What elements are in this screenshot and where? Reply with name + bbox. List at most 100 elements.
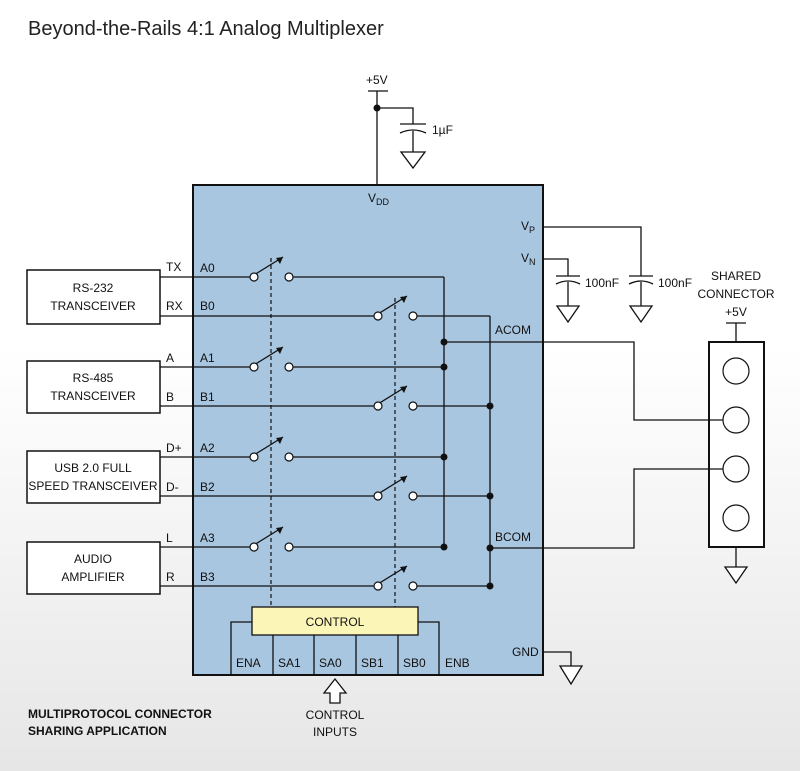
gnd-wire — [543, 651, 572, 666]
bcom-label: BCOM — [495, 530, 531, 544]
svg-text:RS-485: RS-485 — [73, 371, 114, 385]
ground-symbol-vp — [628, 305, 654, 324]
ground-symbol-supply — [399, 151, 427, 170]
connector-pin-1 — [722, 357, 750, 385]
switch-array — [160, 256, 494, 607]
pin-sb0: SB0 — [403, 656, 426, 670]
pin-a1: A1 — [200, 351, 215, 365]
cap-1uf-wire — [377, 107, 414, 124]
vp-cap-label: 100nF — [658, 276, 692, 290]
svg-text:TRANSCEIVER: TRANSCEIVER — [50, 299, 136, 313]
switch-b0-terminal-in — [373, 311, 383, 321]
sig-b: B — [166, 390, 174, 404]
switch-a2-terminal-in — [249, 452, 259, 462]
block-usb: USB 2.0 FULL SPEED TRANSCEIVER — [26, 450, 161, 504]
switch-a1-terminal-in — [249, 362, 259, 372]
supply-label: +5V — [366, 73, 388, 87]
pin-b3: B3 — [200, 570, 215, 584]
svg-text:AMPLIFIER: AMPLIFIER — [61, 570, 125, 584]
switch-a3-terminal-in — [249, 542, 259, 552]
pin-b2: B2 — [200, 480, 215, 494]
ena-wire — [230, 621, 252, 675]
sig-a: A — [166, 351, 174, 365]
vn-cap-label: 100nF — [585, 276, 619, 290]
connector-label-line2: CONNECTOR — [697, 287, 774, 301]
sig-l: L — [166, 531, 173, 545]
vp-wire — [543, 226, 642, 276]
svg-text:RS-232: RS-232 — [73, 281, 114, 295]
acom-route — [444, 341, 723, 421]
switch-b2-terminal-in — [373, 491, 383, 501]
gnd-label: GND — [512, 645, 539, 659]
caption-line2: SHARING APPLICATION — [28, 724, 167, 738]
vdd-label: VDD — [368, 191, 390, 207]
pin-a3: A3 — [200, 531, 215, 545]
switch-b3-arrow — [400, 566, 407, 573]
sig-rx: RX — [166, 299, 183, 313]
ground-symbol-ic — [558, 665, 584, 686]
block-audio: AUDIO AMPLIFIER — [26, 541, 161, 595]
switch-b0-arrow — [400, 296, 407, 303]
connector-label-line1: SHARED — [711, 269, 761, 283]
pin-a0: A0 — [200, 261, 215, 275]
switch-a2-terminal-out — [284, 452, 294, 462]
sig-dminus: D- — [166, 480, 179, 494]
sig-r: R — [166, 570, 175, 584]
switch-b0-terminal-out — [408, 311, 418, 321]
pin-sb1: SB1 — [361, 656, 384, 670]
pin-sa1: SA1 — [278, 656, 301, 670]
control-block — [251, 606, 419, 636]
pin-enb: ENB — [445, 656, 470, 670]
multiplexer-ic-body — [192, 184, 544, 676]
ground-symbol-vn — [555, 305, 581, 324]
switch-b2-arrow — [400, 476, 407, 483]
switch-a0-terminal-out — [284, 272, 294, 282]
block-rs232: RS-232 TRANSCEIVER — [26, 269, 161, 325]
switch-b3-terminal-in — [373, 581, 383, 591]
connector-pin-3 — [722, 455, 750, 483]
svg-text:TRANSCEIVER: TRANSCEIVER — [50, 389, 136, 403]
enb-wire — [418, 621, 440, 675]
vn-label: VN — [521, 251, 536, 267]
pin-b0: B0 — [200, 299, 215, 313]
svg-text:AUDIO: AUDIO — [74, 552, 112, 566]
switch-a1-terminal-out — [284, 362, 294, 372]
sig-dplus: D+ — [166, 441, 182, 455]
ground-symbol-connector — [723, 566, 749, 585]
switch-a3-terminal-out — [284, 542, 294, 552]
diagram-title: Beyond-the-Rails 4:1 Analog Multiplexer — [28, 18, 384, 40]
vn-wire — [543, 258, 569, 276]
control-inputs-line2: INPUTS — [313, 725, 357, 739]
control-inputs-arrow — [322, 677, 348, 704]
control-inputs-line1: CONTROL — [306, 708, 365, 722]
vp-label: VP — [521, 219, 535, 235]
sig-tx: TX — [166, 260, 181, 274]
switch-b1-terminal-in — [373, 401, 383, 411]
bcom-route — [490, 468, 723, 549]
svg-text:SPEED TRANSCEIVER: SPEED TRANSCEIVER — [28, 479, 157, 493]
switch-a3-arrow — [276, 527, 283, 534]
caption-line1: MULTIPROTOCOL CONNECTOR — [28, 707, 212, 721]
pin-ena: ENA — [236, 656, 261, 670]
block-rs485: RS-485 TRANSCEIVER — [26, 360, 161, 414]
pin-a2: A2 — [200, 441, 215, 455]
connector-pin-4 — [722, 504, 750, 532]
svg-text:USB 2.0 FULL: USB 2.0 FULL — [54, 461, 132, 475]
switch-b1-terminal-out — [408, 401, 418, 411]
switch-a2-arrow — [276, 437, 283, 444]
cap-1uf-label: 1µF — [432, 123, 453, 137]
switch-a1-arrow — [276, 347, 283, 354]
switch-a0-terminal-in — [249, 272, 259, 282]
cap-1uf-plate-bottom — [399, 129, 427, 134]
switch-b2-terminal-out — [408, 491, 418, 501]
control-label: CONTROL — [306, 615, 365, 629]
pin-sa0: SA0 — [319, 656, 342, 670]
connector-pin-2 — [722, 406, 750, 434]
switch-b3-terminal-out — [408, 581, 418, 591]
switch-a0-arrow — [276, 257, 283, 264]
switch-b1-arrow — [400, 386, 407, 393]
pin-b1: B1 — [200, 390, 215, 404]
acom-label: ACOM — [495, 323, 531, 337]
